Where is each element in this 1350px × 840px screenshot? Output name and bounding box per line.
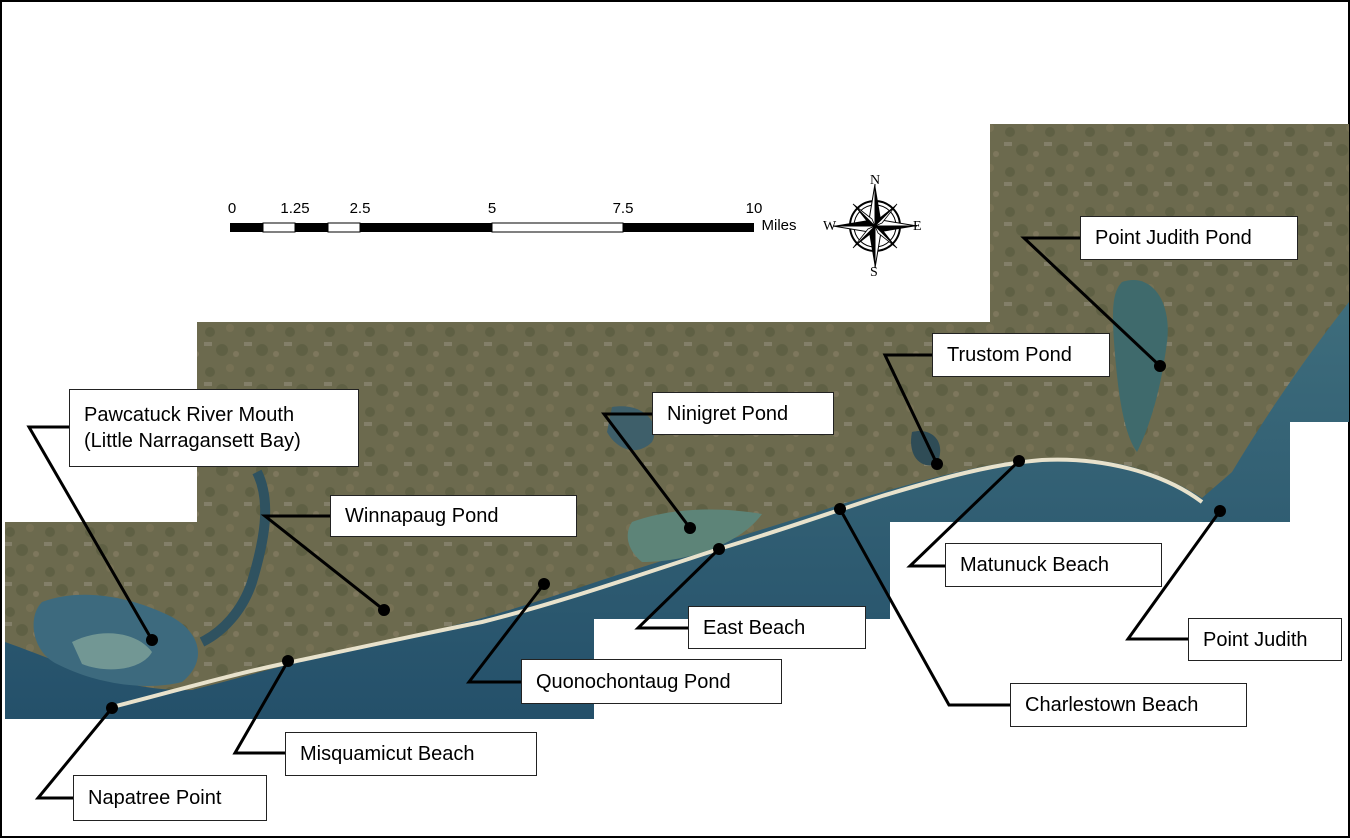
ocean-south	[5, 302, 1349, 719]
scale-tick-10: 10	[745, 200, 763, 217]
location-markers	[106, 360, 1226, 714]
compass-west: W	[823, 219, 837, 234]
scale-segment-2	[262, 222, 296, 233]
leader-point-judith	[1125, 510, 1222, 641]
leader-pawcatuck	[26, 425, 154, 641]
scale-tick-1-25: 1.25	[280, 200, 310, 217]
scale-unit: Miles	[761, 217, 797, 234]
compass-rose-icon	[832, 183, 918, 269]
scale-tick-5: 5	[487, 200, 497, 217]
leader-point-judith-pond	[1020, 236, 1162, 368]
leader-charlestown	[838, 508, 1010, 707]
leader-matunuck	[906, 459, 1021, 568]
marker-misquamicut	[282, 655, 294, 667]
leader-napatree	[34, 707, 114, 800]
label-matunuck-beach: Matunuck Beach	[945, 543, 1162, 587]
scale-tick-7-5: 7.5	[612, 200, 634, 217]
label-point-judith-pond: Point Judith Pond	[1080, 216, 1298, 260]
label-east-beach: East Beach	[688, 606, 866, 649]
scale-segment-7	[623, 223, 754, 232]
ninigret-pond-water	[607, 406, 655, 451]
marker-point-judith-pond	[1154, 360, 1166, 372]
marker-trustom	[931, 458, 943, 470]
marker-napatree	[106, 702, 118, 714]
compass-east: E	[913, 219, 922, 234]
scale-segment-1	[230, 223, 263, 232]
point-judith-pond-water	[1112, 280, 1168, 452]
leader-quonochontaug	[465, 583, 546, 684]
scale-tick-2-5: 2.5	[349, 200, 371, 217]
label-napatree-point: Napatree Point	[73, 775, 267, 821]
leader-ninigret	[600, 412, 692, 529]
ninigret-lagoon	[627, 509, 762, 562]
label-trustom-pond: Trustom Pond	[932, 333, 1110, 377]
marker-quonochontaug	[538, 578, 550, 590]
sand-flats	[72, 633, 152, 670]
ocean-water	[5, 280, 1349, 719]
marker-matunuck	[1013, 455, 1025, 467]
leader-lines	[26, 236, 1222, 800]
label-ninigret-pond: Ninigret Pond	[652, 392, 834, 435]
label-pawcatuck-river-mouth: Pawcatuck River Mouth (Little Narraganse…	[69, 389, 359, 467]
scale-segment-5	[360, 223, 492, 232]
label-point-judith: Point Judith	[1188, 618, 1342, 661]
marker-east-beach	[713, 543, 725, 555]
compass-north: N	[870, 173, 881, 188]
scale-bar	[230, 222, 754, 233]
compass-south: S	[870, 265, 878, 280]
leader-winnapaug	[260, 514, 385, 612]
scale-segment-3	[295, 223, 328, 232]
scale-tick-0: 0	[227, 200, 237, 217]
pawcatuck-river	[199, 469, 271, 647]
marker-pawcatuck	[146, 634, 158, 646]
label-quonochontaug-pond: Quonochontaug Pond	[521, 659, 782, 704]
label-misquamicut-beach: Misquamicut Beach	[285, 732, 537, 776]
label-winnapaug-pond: Winnapaug Pond	[330, 495, 577, 537]
marker-winnapaug	[378, 604, 390, 616]
marker-point-judith	[1214, 505, 1226, 517]
scale-segment-6	[491, 222, 624, 233]
leader-misquamicut	[232, 660, 290, 755]
leader-trustom	[882, 353, 939, 465]
label-charlestown-beach: Charlestown Beach	[1010, 683, 1247, 727]
scale-segment-4	[327, 222, 361, 233]
marker-ninigret	[684, 522, 696, 534]
leader-east-beach	[634, 547, 721, 630]
marker-charlestown	[834, 503, 846, 515]
